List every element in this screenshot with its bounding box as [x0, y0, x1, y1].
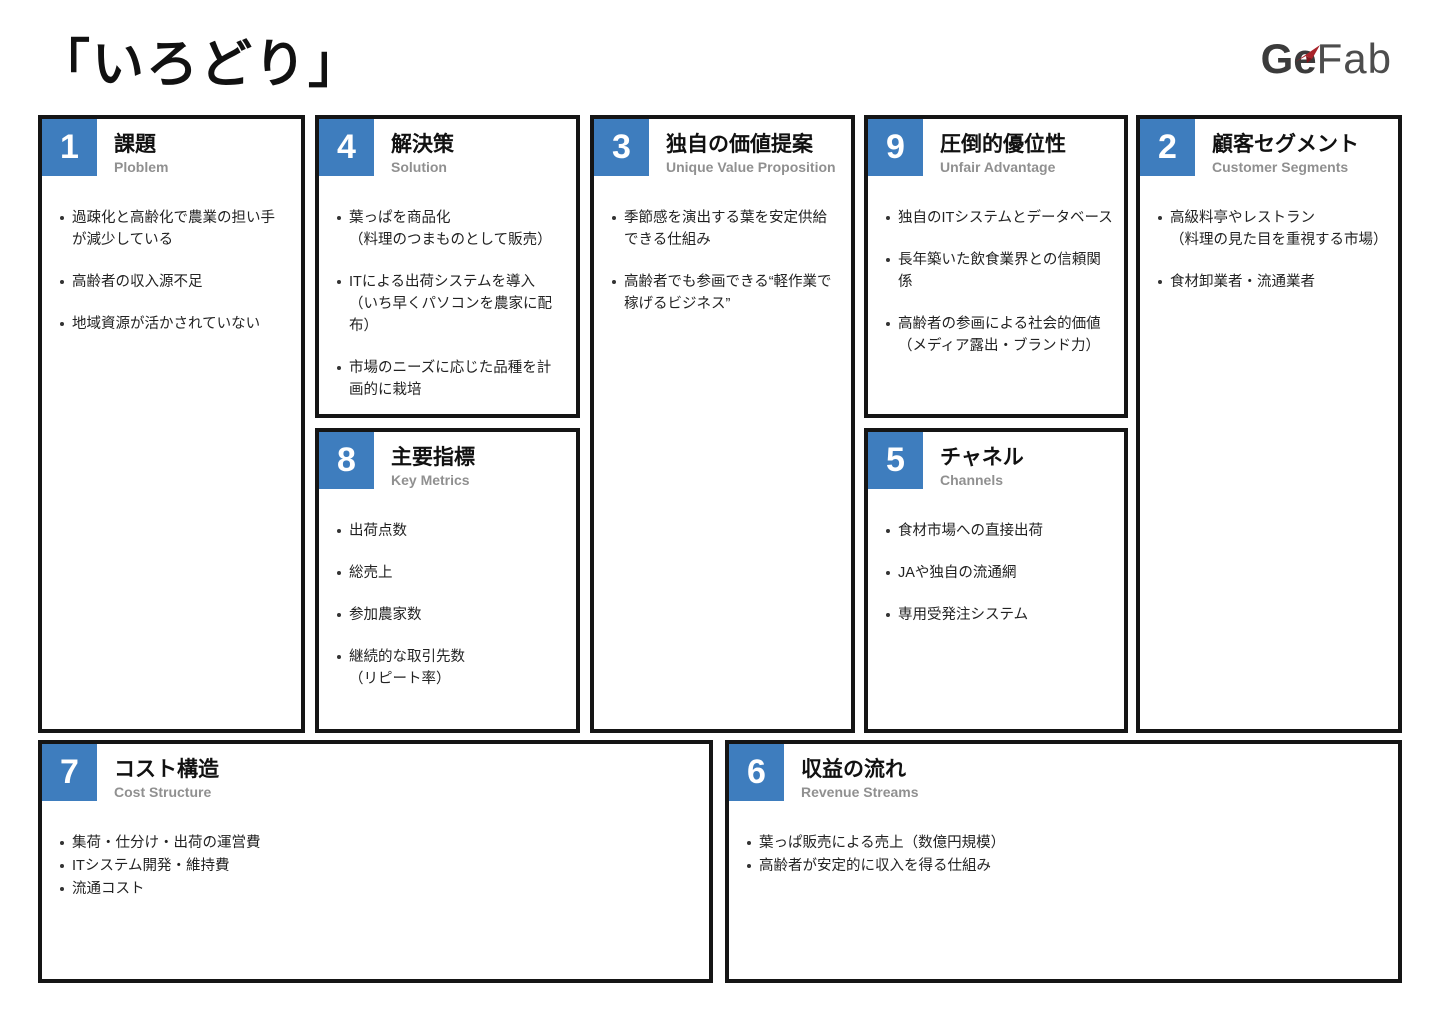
block-channels: 5 チャネル Channels 食材市場への直接出荷 JAや独自の流通網 専用受… — [864, 428, 1128, 733]
bullet-item: 葉っぱ販売による売上（数億円規模） — [745, 832, 1394, 854]
block-header: 主要指標 Key Metrics — [391, 441, 570, 488]
bullet-item: 食材市場への直接出荷 — [884, 520, 1120, 542]
bullet-item: 総売上 — [335, 562, 572, 584]
block-subtitle-en: Unfair Advantage — [940, 159, 1056, 175]
bullet-list: 過疎化と高齢化で農業の担い手 が減少している 高齢者の収入源不足 地域資源が活か… — [58, 207, 297, 355]
bullet-item: 高齢者が安定的に収入を得る仕組み — [745, 855, 1394, 877]
block-number-badge: 6 — [729, 744, 784, 801]
block-number-badge: 5 — [868, 432, 923, 489]
block-unique-value-proposition: 3 独自の価値提案 Unique Value Proposition 季節感を演… — [590, 115, 855, 733]
block-title: 解決策 — [391, 133, 454, 156]
block-header: 顧客セグメント Customer Segments — [1212, 128, 1392, 175]
block-problem: 1 課題 Ploblem 過疎化と高齢化で農業の担い手 が減少している 高齢者の… — [38, 115, 305, 733]
bullet-list: 葉っぱ販売による売上（数億円規模） 高齢者が安定的に収入を得る仕組み — [745, 832, 1394, 878]
block-number-badge: 9 — [868, 119, 923, 176]
gefab-logo: GeFab — [1261, 38, 1392, 80]
block-header: チャネル Channels — [940, 441, 1118, 488]
bullet-item: 季節感を演出する葉を安定供給 できる仕組み — [610, 207, 847, 251]
block-title: 収益の流れ — [801, 758, 906, 781]
bullet-item: 食材卸業者・流通業者 — [1156, 271, 1394, 293]
block-header: 独自の価値提案 Unique Value Proposition — [666, 128, 845, 175]
block-revenue-streams: 6 収益の流れ Revenue Streams 葉っぱ販売による売上（数億円規模… — [725, 740, 1402, 983]
bullet-item: 高齢者の参画による社会的価値 （メディア露出・ブランド力） — [884, 313, 1120, 357]
block-title: チャネル — [940, 446, 1024, 469]
bullet-item: 独自のITシステムとデータベース — [884, 207, 1120, 229]
block-subtitle-en: Cost Structure — [114, 784, 212, 800]
bullet-item: 葉っぱを商品化 （料理のつまものとして販売） — [335, 207, 572, 251]
block-number-badge: 1 — [42, 119, 97, 176]
logo-text-light: Fab — [1316, 35, 1392, 82]
block-subtitle-en: Channels — [940, 472, 1004, 488]
bullet-list: 集荷・仕分け・出荷の運営費 ITシステム開発・維持費 流通コスト — [58, 832, 705, 901]
bullet-item: 過疎化と高齢化で農業の担い手 が減少している — [58, 207, 297, 251]
block-solution: 4 解決策 Solution 葉っぱを商品化 （料理のつまものとして販売） IT… — [315, 115, 580, 418]
block-header: 課題 Ploblem — [114, 128, 295, 175]
bullet-item: 地域資源が活かされていない — [58, 313, 297, 335]
block-unfair-advantage: 9 圧倒的優位性 Unfair Advantage 独自のITシステムとデータベ… — [864, 115, 1128, 418]
block-title: 独自の価値提案 — [666, 133, 813, 156]
bullet-list: 食材市場への直接出荷 JAや独自の流通網 専用受発注システム — [884, 520, 1120, 646]
block-header: 収益の流れ Revenue Streams — [801, 753, 1392, 800]
bullet-list: 季節感を演出する葉を安定供給 できる仕組み 高齢者でも参画できる“軽作業で 稼げ… — [610, 207, 847, 335]
bullet-item: 出荷点数 — [335, 520, 572, 542]
page-title: 「いろどり」 — [38, 36, 363, 94]
bullet-item: ITによる出荷システムを導入 （いち早くパソコンを農家に配布） — [335, 271, 572, 337]
bullet-item: 高級料亭やレストラン （料理の見た目を重視する市場） — [1156, 207, 1394, 251]
bullet-item: ITシステム開発・維持費 — [58, 855, 705, 877]
block-number-badge: 3 — [594, 119, 649, 176]
block-number-badge: 7 — [42, 744, 97, 801]
block-subtitle-en: Ploblem — [114, 159, 169, 175]
block-title: 顧客セグメント — [1212, 133, 1359, 156]
bullet-item: JAや独自の流通網 — [884, 562, 1120, 584]
block-header: コスト構造 Cost Structure — [114, 753, 703, 800]
block-title: 主要指標 — [391, 446, 475, 469]
block-cost-structure: 7 コスト構造 Cost Structure 集荷・仕分け・出荷の運営費 ITシ… — [38, 740, 713, 983]
bullet-item: 流通コスト — [58, 878, 705, 900]
block-subtitle-en: Unique Value Proposition — [666, 159, 836, 175]
bullet-item: 参加農家数 — [335, 604, 572, 626]
bullet-item: 専用受発注システム — [884, 604, 1120, 626]
bullet-item: 長年築いた飲食業界との信頼関 係 — [884, 249, 1120, 293]
block-title: 課題 — [114, 133, 156, 156]
block-number-badge: 2 — [1140, 119, 1195, 176]
block-header: 圧倒的優位性 Unfair Advantage — [940, 128, 1118, 175]
block-subtitle-en: Solution — [391, 159, 447, 175]
bullet-list: 出荷点数 総売上 参加農家数 継続的な取引先数 （リピート率） — [335, 520, 572, 710]
block-title: 圧倒的優位性 — [940, 133, 1066, 156]
block-number-badge: 4 — [319, 119, 374, 176]
block-title: コスト構造 — [114, 758, 219, 781]
bullet-item: 高齢者の収入源不足 — [58, 271, 297, 293]
bullet-item: 集荷・仕分け・出荷の運営費 — [58, 832, 705, 854]
paper-plane-icon — [1294, 28, 1321, 63]
bullet-item: 継続的な取引先数 （リピート率） — [335, 646, 572, 690]
bullet-item: 市場のニーズに応じた品種を計 画的に栽培 — [335, 357, 572, 401]
block-customer-segments: 2 顧客セグメント Customer Segments 高級料亭やレストラン （… — [1136, 115, 1402, 733]
bullet-list: 葉っぱを商品化 （料理のつまものとして販売） ITによる出荷システムを導入 （い… — [335, 207, 572, 421]
block-subtitle-en: Key Metrics — [391, 472, 470, 488]
block-header: 解決策 Solution — [391, 128, 570, 175]
bullet-list: 独自のITシステムとデータベース 長年築いた飲食業界との信頼関 係 高齢者の参画… — [884, 207, 1120, 377]
block-key-metrics: 8 主要指標 Key Metrics 出荷点数 総売上 参加農家数 継続的な取引… — [315, 428, 580, 733]
bullet-item: 高齢者でも参画できる“軽作業で 稼げるビジネス” — [610, 271, 847, 315]
block-number-badge: 8 — [319, 432, 374, 489]
block-subtitle-en: Revenue Streams — [801, 784, 919, 800]
block-subtitle-en: Customer Segments — [1212, 159, 1349, 175]
bullet-list: 高級料亭やレストラン （料理の見た目を重視する市場） 食材卸業者・流通業者 — [1156, 207, 1394, 313]
